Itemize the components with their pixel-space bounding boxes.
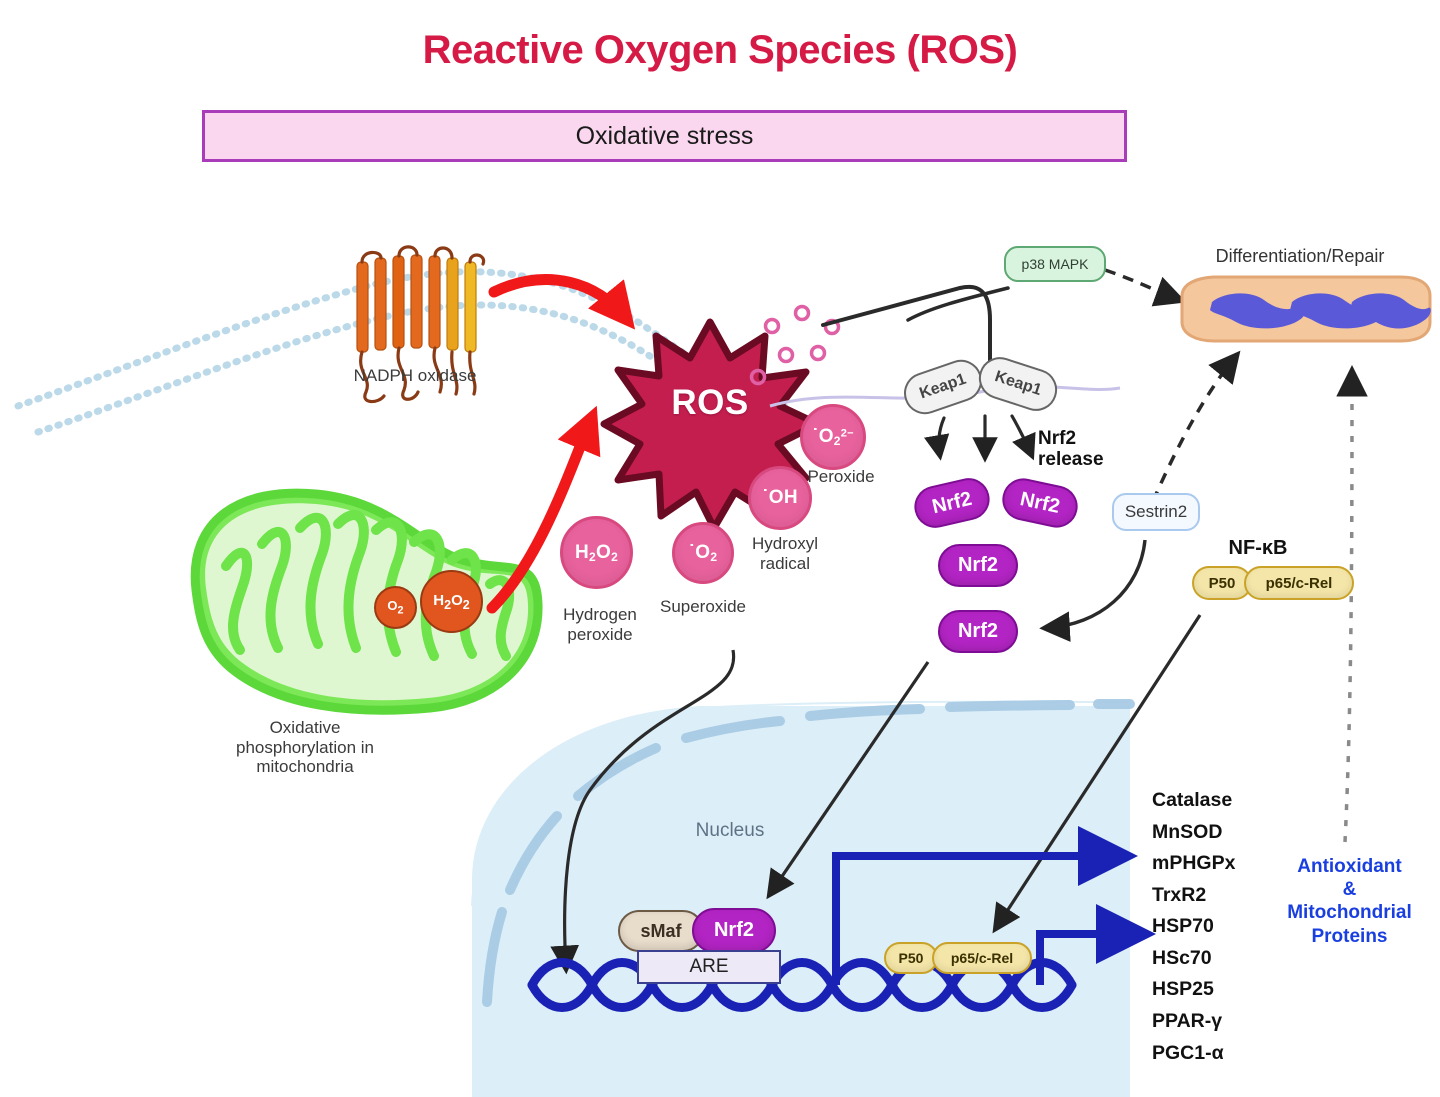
nucleus-nrf2-label: Nrf2 — [713, 919, 754, 941]
antioxidant-proteins-label: Antioxidant & Mitochondrial Proteins — [1287, 856, 1412, 947]
nadph-oxidase-label: NADPH oxidase — [353, 366, 477, 385]
species-hydroxyl-radical-caption: Hydroxyl radical — [751, 534, 819, 573]
nucleus-nfkb-p50[interactable]: P50 — [884, 942, 938, 974]
nfkb-subunit-p50-label: P50 — [1208, 574, 1236, 592]
nfkb-subunit-p65-label: p65/c-Rel — [1265, 574, 1333, 592]
nfkb-subunit-p65[interactable]: p65/c-Rel — [1244, 566, 1354, 600]
superoxide-to-nucleus-arrow — [550, 649, 736, 975]
species-hydroxyl-radical: ˙OH — [748, 466, 812, 530]
species-hydrogen-peroxide-caption: Hydrogen peroxide — [563, 605, 637, 644]
nucleus-nfkb-p65-label: p65/c-Rel — [950, 950, 1014, 966]
cytoplasm-strand — [769, 385, 1121, 408]
mitochondrion-shape — [190, 488, 543, 715]
p38-branch-line — [906, 286, 1010, 322]
nucleus-nrf2-node[interactable]: Nrf2 — [692, 908, 776, 953]
red-arrows — [486, 274, 636, 614]
nrf2-capsule-4-label: Nrf2 — [957, 620, 998, 642]
gene-item: HSP25 — [1152, 978, 1214, 1001]
mitochondria-molecule-h2o2: H2O2 — [420, 570, 483, 633]
p38-mapk-node[interactable]: p38 MAPK — [1004, 246, 1106, 282]
gene-item: HSP70 — [1152, 915, 1214, 938]
nucleus-shape — [471, 698, 1135, 1097]
mitochondria-caption: Oxidative phosphorylation in mitochondri… — [236, 718, 374, 777]
nrf2-to-nucleus-arrow — [766, 661, 930, 900]
p38-to-muscle-arrow — [1104, 268, 1187, 307]
sestrin2-label: Sestrin2 — [1124, 502, 1188, 521]
p38-mapk-label: p38 MAPK — [1021, 256, 1089, 272]
nrf2-release-label: Nrf2 release — [1038, 428, 1104, 471]
species-peroxide: ˙O22− — [800, 404, 866, 470]
keap1-right-label: Keap1 — [992, 368, 1044, 400]
page-title: Reactive Oxygen Species (ROS) — [422, 28, 1018, 72]
muscle-fiber-shape — [1180, 275, 1432, 343]
gene-item: PPAR-γ — [1152, 1010, 1223, 1033]
gene-item: MnSOD — [1152, 820, 1223, 843]
species-hydrogen-peroxide: H2O2 — [560, 516, 633, 589]
ros-inhibits-keap1 — [821, 284, 1013, 378]
nrf2-capsule-3-label: Nrf2 — [957, 554, 998, 576]
nfkb-subunit-p50[interactable]: P50 — [1192, 566, 1252, 600]
are-element[interactable]: ARE — [637, 950, 781, 984]
antioxidant-to-muscle-arrow — [1336, 365, 1368, 843]
mitochondria-molecule-o2: O2 — [374, 586, 417, 629]
nucleus-label: Nucleus — [695, 820, 765, 841]
nfkb-title: NF-κB — [1228, 537, 1288, 559]
nrf2-capsule-2-label: Nrf2 — [1018, 487, 1062, 518]
gene-item: Catalase — [1152, 789, 1233, 811]
keap1-release-arrows — [923, 414, 1036, 463]
nucleus-nfkb-p50-label: P50 — [898, 950, 924, 966]
smaf-node[interactable]: sMaf — [618, 910, 704, 952]
nrf2-capsule-4[interactable]: Nrf2 — [938, 610, 1018, 653]
species-superoxide: ˙O2 — [672, 522, 734, 584]
are-label: ARE — [689, 956, 729, 977]
species-superoxide-caption: Superoxide — [659, 597, 746, 616]
nfkb-to-nucleus-arrow — [992, 614, 1202, 934]
nucleus-nfkb-p65[interactable]: p65/c-Rel — [932, 942, 1032, 974]
ros-burst-label: ROS — [671, 383, 749, 422]
transcription-arrows — [832, 826, 1156, 985]
nadph-oxidase-shape — [356, 245, 486, 404]
nrf2-capsule-3[interactable]: Nrf2 — [938, 544, 1018, 587]
differentiation-repair-label: Differentiation/Repair — [1215, 246, 1385, 266]
oxidative-stress-banner: Oxidative stress — [202, 110, 1127, 162]
gene-item: mPHGPx — [1152, 852, 1236, 875]
nrf2-capsule-1-label: Nrf2 — [929, 487, 974, 518]
species-peroxide-caption: Peroxide — [807, 467, 875, 486]
oxidative-stress-label: Oxidative stress — [575, 121, 754, 150]
gene-item: PGC1-α — [1152, 1041, 1224, 1064]
keap1-left-label: Keap1 — [917, 370, 969, 403]
target-gene-list: Catalase MnSOD mPHGPx TrxR2 HSP70 HSc70 … — [1152, 785, 1292, 1069]
smaf-label: sMaf — [640, 920, 682, 941]
gene-item: HSc70 — [1152, 946, 1212, 969]
sestrin2-node[interactable]: Sestrin2 — [1112, 493, 1200, 531]
sestrin2-to-nrf2-arrow — [1039, 539, 1147, 642]
gene-item: TrxR2 — [1152, 883, 1207, 906]
